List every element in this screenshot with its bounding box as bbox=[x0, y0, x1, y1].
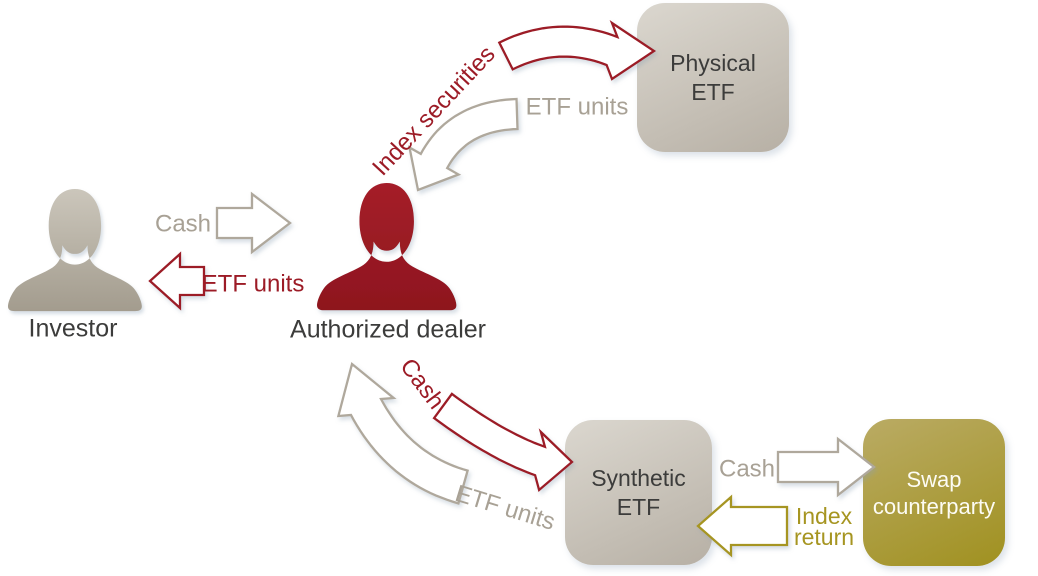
physical-etf-label-line2: ETF bbox=[691, 78, 735, 105]
authorized-dealer-silhouette bbox=[317, 183, 457, 311]
synthetic-etf-box: Synthetic ETF bbox=[565, 420, 712, 565]
flow-label-cash-investor-to-dealer: Cash bbox=[154, 210, 212, 238]
synthetic-etf-label-line2: ETF bbox=[616, 493, 661, 520]
physical-etf-box: Physical ETF bbox=[637, 3, 789, 152]
swap-counterparty-box: Swap counterparty bbox=[863, 419, 1005, 566]
flow-label-index-return: Index return bbox=[793, 503, 855, 550]
physical-etf-label-line1: Physical bbox=[670, 49, 756, 76]
cash-dealer-to-synthetic-arrow bbox=[432, 392, 574, 493]
swap-counterparty-label-line2: counterparty bbox=[872, 493, 996, 519]
index-return-arrow bbox=[696, 494, 789, 558]
cash-synthetic-to-swap-arrow bbox=[776, 436, 876, 498]
flow-label-etf-units-physical-to-dealer: ETF units bbox=[525, 93, 629, 121]
investor-silhouette bbox=[7, 188, 142, 312]
index-securities-arrow bbox=[497, 20, 657, 81]
synthetic-etf-label-line1: Synthetic bbox=[591, 464, 686, 491]
cash-investor-to-dealer-arrow bbox=[215, 191, 292, 255]
investor-label: Investor bbox=[28, 314, 118, 343]
flow-label-etf-units-dealer-to-investor: ETF units bbox=[201, 270, 305, 298]
etf-units-dealer-to-investor-arrow bbox=[148, 251, 206, 311]
etf-units-synthetic-to-dealer-arrow bbox=[336, 361, 470, 505]
flow-label-cash-synthetic-to-swap: Cash bbox=[718, 455, 776, 483]
authorized-dealer-label: Authorized dealer bbox=[290, 315, 486, 344]
swap-counterparty-label-line1: Swap bbox=[906, 466, 962, 492]
flow-label-index-return-line1: Index bbox=[795, 503, 853, 529]
flow-label-index-return-line2: return bbox=[793, 524, 855, 550]
etf-units-physical-to-dealer-arrow bbox=[407, 97, 519, 192]
